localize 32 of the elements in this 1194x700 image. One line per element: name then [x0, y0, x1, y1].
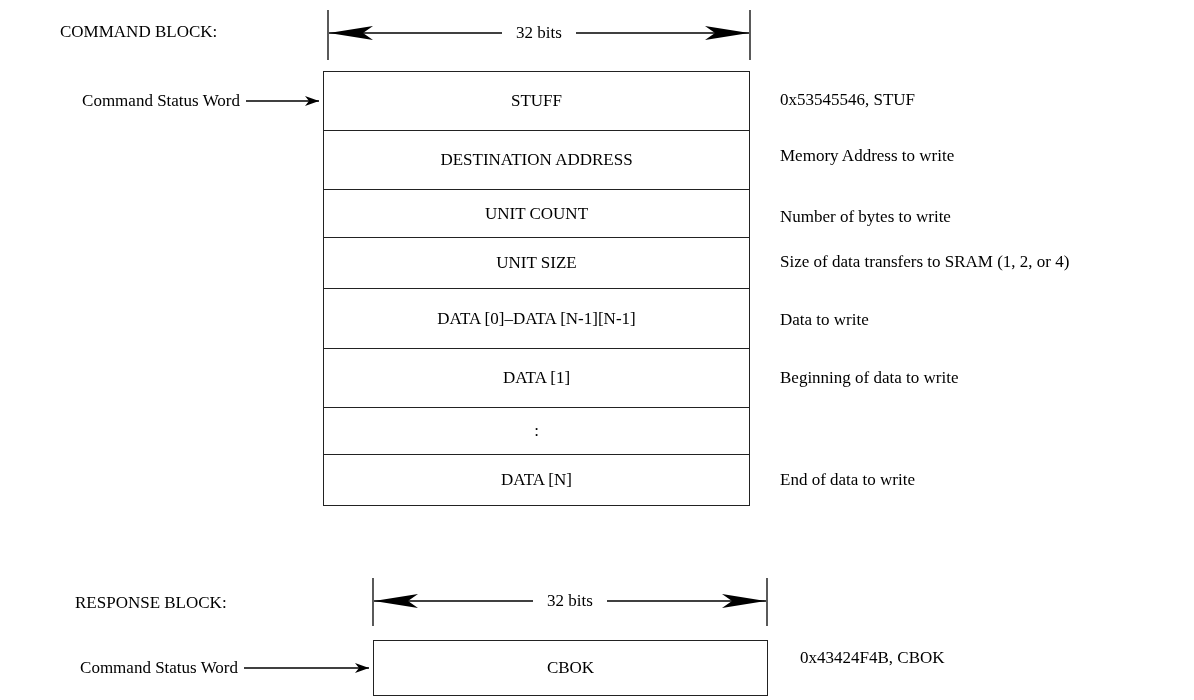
arrow	[243, 663, 370, 673]
register-field	[323, 348, 750, 408]
field-description: Number of bytes to write	[780, 207, 951, 227]
field-name: DATA [1]	[502, 368, 571, 388]
arrow	[245, 96, 320, 106]
field-name: :	[534, 421, 539, 441]
register-field	[323, 189, 750, 238]
register-field	[323, 454, 750, 506]
register-field	[373, 640, 768, 696]
register-field	[323, 288, 750, 349]
field-name: DATA [0]–DATA [N-1][N-1]	[437, 308, 636, 329]
field-name: STUFF	[511, 91, 562, 111]
field-description: 0x43424F4B, CBOK	[800, 648, 945, 668]
block-heading: RESPONSE BLOCK:	[75, 593, 227, 613]
field-description: Memory Address to write	[780, 146, 955, 166]
register-field	[323, 71, 750, 131]
field-description: Size of data transfers to SRAM (1, 2, or 4)	[780, 252, 1070, 272]
register-field	[323, 130, 750, 190]
field-description: End of data to write	[780, 470, 915, 490]
field-description: 0x53545546, STUF	[780, 90, 916, 110]
field-name: UNIT COUNT	[484, 203, 589, 224]
field-name: CBOK	[546, 658, 595, 678]
pointer-label: Command Status Word	[8, 88, 240, 114]
register-field	[323, 237, 750, 289]
register-field	[323, 407, 750, 455]
field-description: Beginning of data to write	[780, 368, 959, 388]
field-name: UNIT SIZE	[496, 253, 577, 273]
field-description: Data to write	[780, 310, 869, 330]
pointer-label: Command Status Word	[18, 655, 238, 681]
block-heading: COMMAND BLOCK:	[60, 22, 218, 42]
field-name: DESTINATION ADDRESS	[440, 150, 633, 170]
field-name: DATA [N]	[501, 470, 572, 490]
